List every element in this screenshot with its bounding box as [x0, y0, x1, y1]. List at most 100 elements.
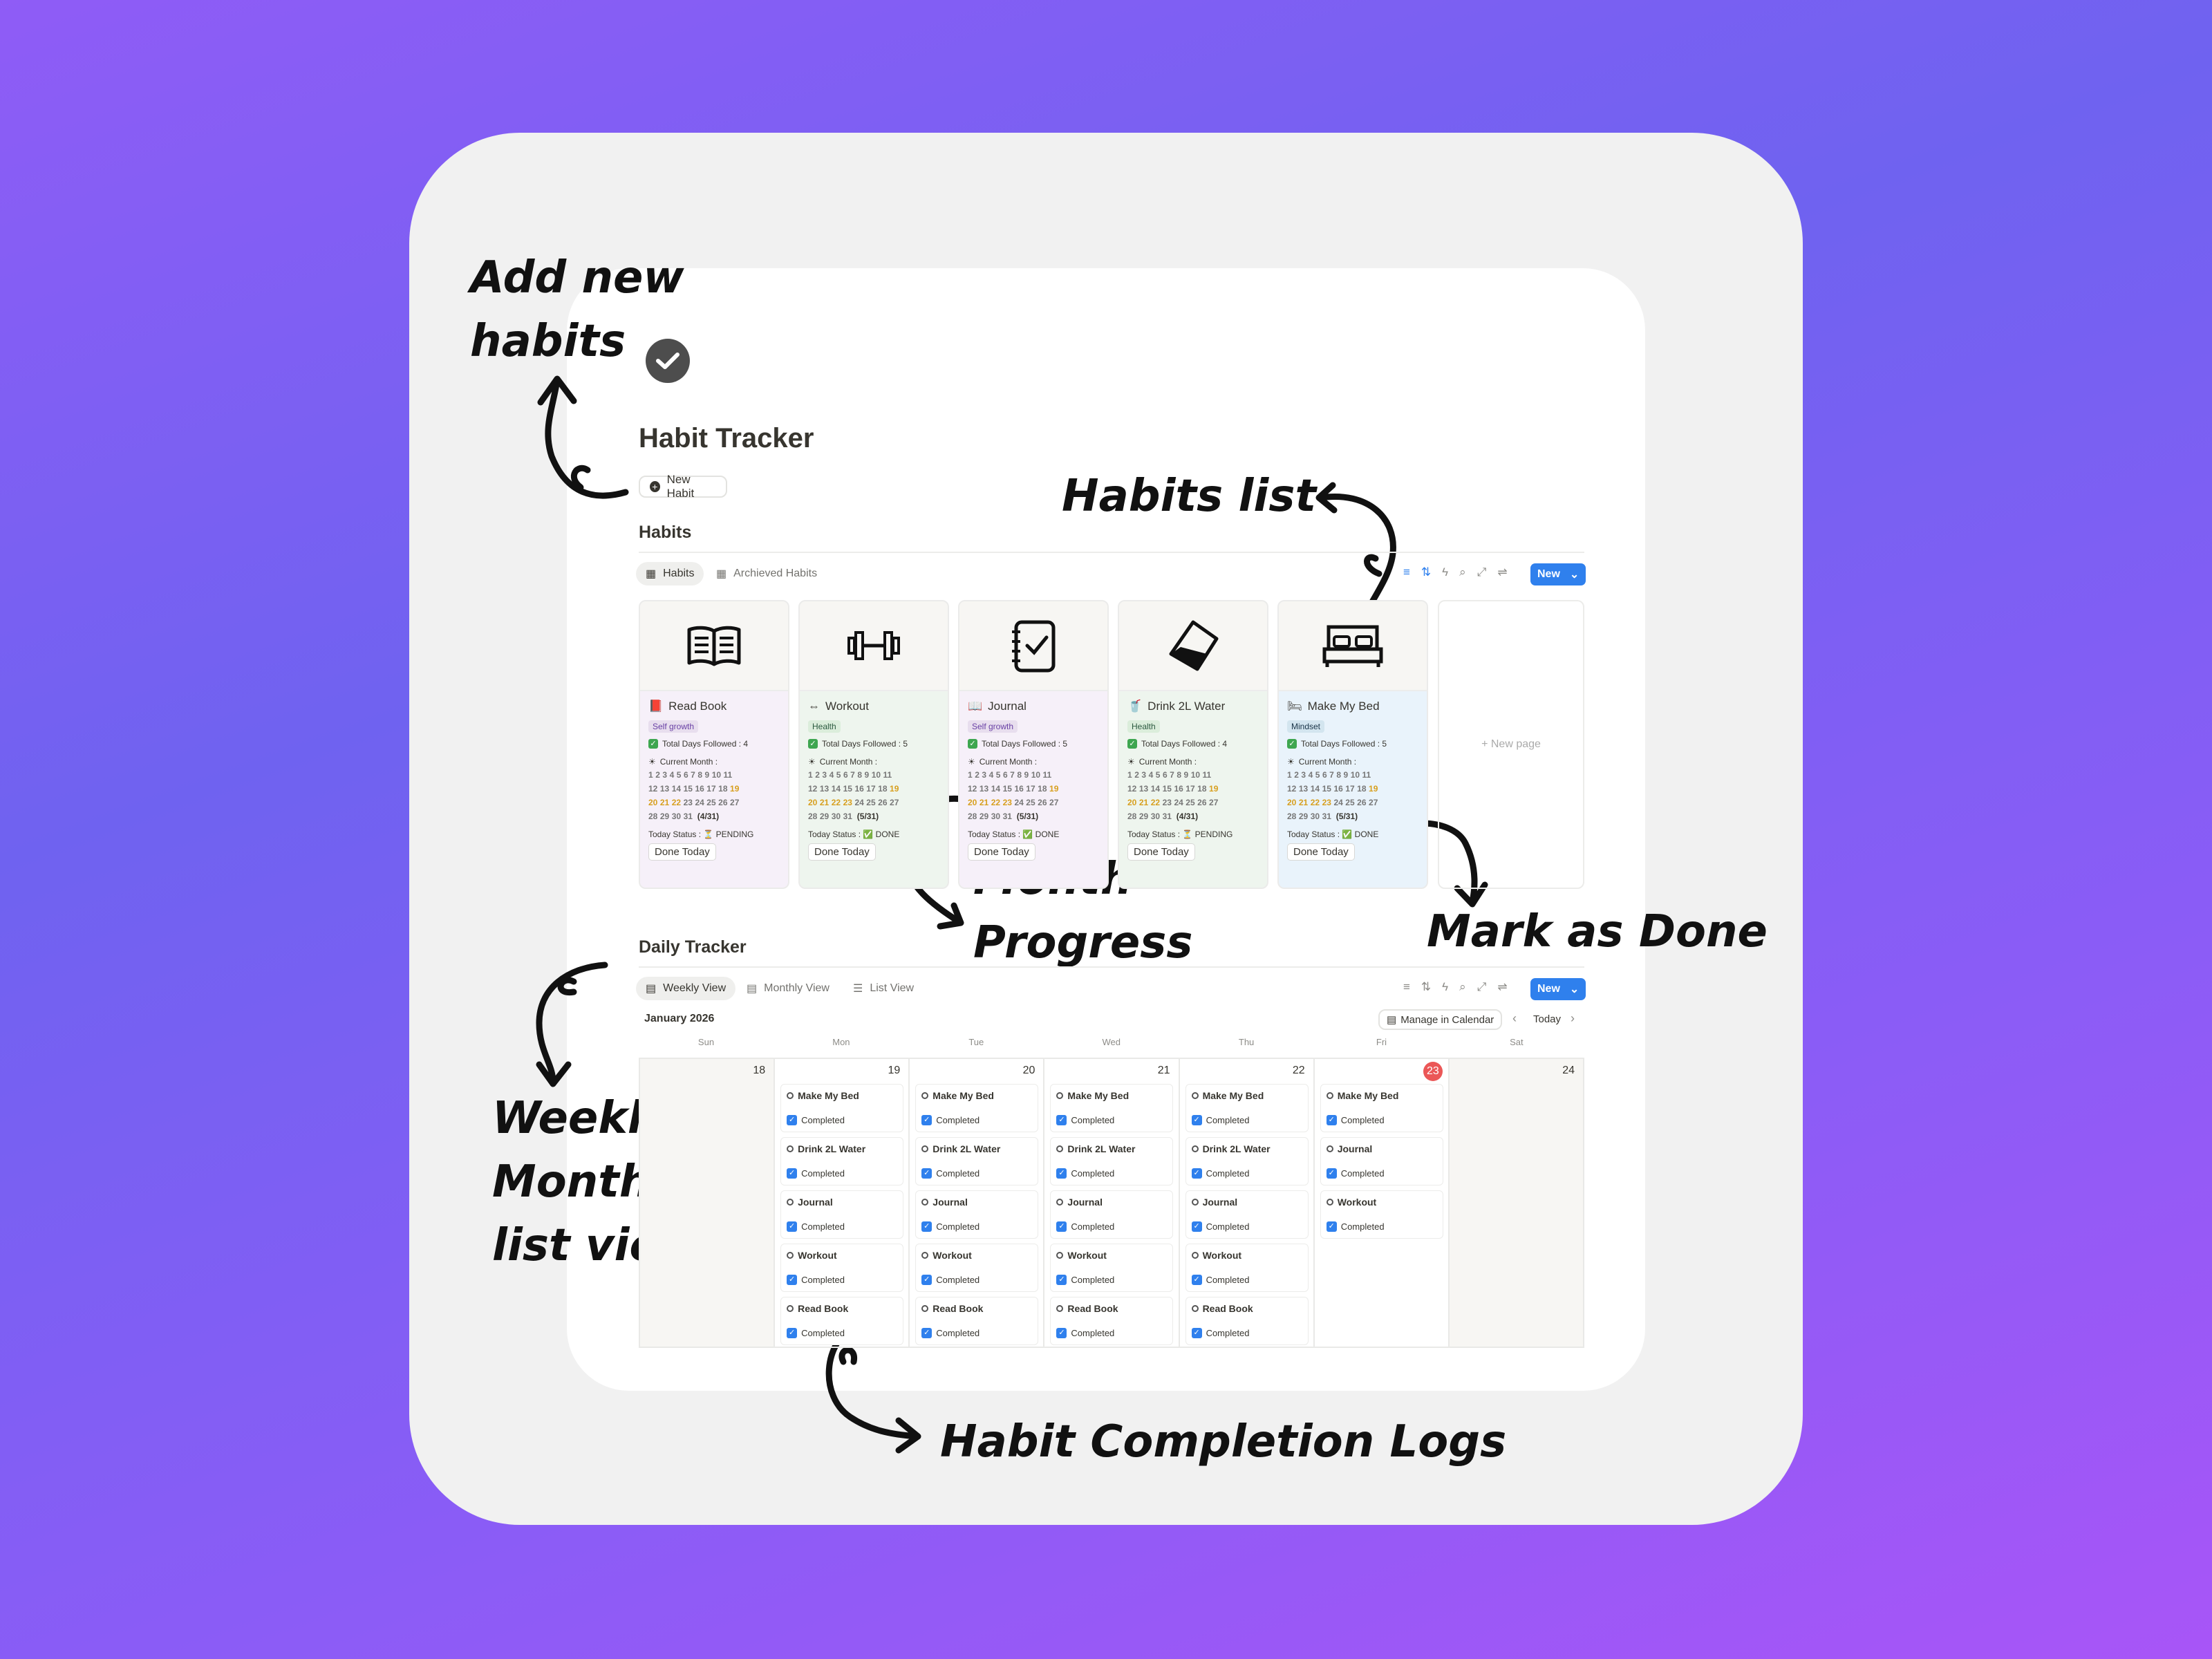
checkbox-icon[interactable]: ✓: [921, 1221, 932, 1232]
search-icon[interactable]: ⌕: [1459, 980, 1466, 993]
habit-log-entry[interactable]: Workout✓Completed: [915, 1244, 1039, 1292]
habit-log-entry[interactable]: Drink 2L Water✓Completed: [915, 1137, 1039, 1185]
done-today-button[interactable]: Done Today: [968, 843, 1035, 861]
new-page-card[interactable]: + New page: [1438, 600, 1584, 889]
checkbox-icon[interactable]: ✓: [1326, 1221, 1337, 1232]
search-icon[interactable]: ⌕: [1459, 565, 1466, 579]
done-today-button[interactable]: Done Today: [808, 843, 876, 861]
habit-cover-icon: [1279, 601, 1427, 691]
habit-log-entry[interactable]: Make My Bed✓Completed: [1185, 1084, 1309, 1132]
automation-icon[interactable]: ϟ: [1442, 565, 1449, 579]
done-today-button[interactable]: Done Today: [1127, 843, 1195, 861]
checkbox-icon[interactable]: ✓: [1056, 1275, 1067, 1285]
tab-monthly-view[interactable]: ▤Monthly View: [737, 977, 839, 1000]
checkbox-icon[interactable]: ✓: [1191, 1115, 1202, 1125]
today-button[interactable]: Today: [1533, 1013, 1562, 1025]
manage-in-calendar-button[interactable]: ▤Manage in Calendar: [1378, 1009, 1503, 1030]
checkbox-icon[interactable]: ✓: [921, 1275, 932, 1285]
prev-week-icon[interactable]: ‹: [1512, 1011, 1517, 1025]
habit-name[interactable]: 📕Read Book: [648, 700, 727, 713]
checkbox-icon[interactable]: ✓: [1056, 1328, 1067, 1338]
checkbox-icon[interactable]: ✓: [1056, 1221, 1067, 1232]
checkbox-icon[interactable]: ✓: [787, 1275, 798, 1285]
status-dot-icon: [1326, 1199, 1333, 1206]
habit-name[interactable]: 🛏Make My Bed: [1287, 700, 1380, 713]
checkbox-icon[interactable]: ✓: [787, 1328, 798, 1338]
checkbox-icon[interactable]: ✓: [1191, 1328, 1202, 1338]
habit-name[interactable]: 🥤Drink 2L Water: [1127, 700, 1226, 713]
habit-log-entry[interactable]: Workout✓Completed: [780, 1244, 904, 1292]
tab-habits[interactable]: ▦Habits: [636, 562, 704, 585]
habit-log-entry[interactable]: Journal✓Completed: [1050, 1190, 1174, 1239]
checkbox-icon[interactable]: ✓: [1326, 1168, 1337, 1179]
checkbox-icon[interactable]: ✓: [787, 1221, 798, 1232]
calendar-day-cell[interactable]: 24: [1449, 1059, 1584, 1348]
total-days: ✓Total Days Followed : 5: [808, 739, 939, 749]
habit-log-entry[interactable]: Read Book✓Completed: [1185, 1297, 1309, 1345]
new-habit-button[interactable]: + New Habit: [639, 473, 727, 500]
filter-icon[interactable]: ≡: [1403, 565, 1410, 579]
checkbox-icon[interactable]: ✓: [787, 1115, 798, 1125]
calendar-day-cell[interactable]: 18: [640, 1059, 776, 1348]
habit-name[interactable]: ⇔Workout: [808, 700, 869, 713]
habit-log-entry[interactable]: Journal✓Completed: [1320, 1137, 1443, 1185]
checkbox-icon[interactable]: ✓: [1056, 1168, 1067, 1179]
checkbox-icon[interactable]: ✓: [921, 1168, 932, 1179]
habit-log-entry[interactable]: Journal✓Completed: [780, 1190, 904, 1239]
status-dot-icon: [787, 1199, 794, 1206]
habit-log-entry[interactable]: Journal✓Completed: [1185, 1190, 1309, 1239]
done-today-button[interactable]: Done Today: [1287, 843, 1355, 861]
checkbox-icon[interactable]: ✓: [1191, 1168, 1202, 1179]
habit-log-entry[interactable]: Drink 2L Water✓Completed: [780, 1137, 904, 1185]
habit-log-entry[interactable]: Journal✓Completed: [915, 1190, 1039, 1239]
new-page-label: + New page: [1481, 738, 1541, 750]
settings-icon[interactable]: ⇌: [1497, 980, 1508, 993]
habit-log-entry[interactable]: Make My Bed✓Completed: [780, 1084, 904, 1132]
habit-log-entry[interactable]: Workout✓Completed: [1050, 1244, 1174, 1292]
next-week-icon[interactable]: ›: [1571, 1011, 1575, 1025]
automation-icon[interactable]: ϟ: [1442, 980, 1449, 993]
expand-icon[interactable]: ⤢: [1477, 565, 1487, 579]
settings-icon[interactable]: ⇌: [1497, 565, 1508, 579]
habit-log-entry[interactable]: Read Book✓Completed: [1050, 1297, 1174, 1345]
habit-name[interactable]: 📖Journal: [968, 700, 1027, 713]
habit-log-entry[interactable]: Make My Bed✓Completed: [915, 1084, 1039, 1132]
checkbox-icon[interactable]: ✓: [787, 1168, 798, 1179]
filter-icon[interactable]: ≡: [1403, 980, 1410, 993]
checkbox-icon[interactable]: ✓: [1191, 1275, 1202, 1285]
checkbox-icon[interactable]: ✓: [1056, 1115, 1067, 1125]
tab-list-view[interactable]: ☰List View: [843, 977, 924, 1000]
habit-log-entry[interactable]: Make My Bed✓Completed: [1050, 1084, 1174, 1132]
habit-log-entry[interactable]: Workout✓Completed: [1320, 1190, 1443, 1239]
habit-log-entry[interactable]: Make My Bed✓Completed: [1320, 1084, 1443, 1132]
daily-new-button[interactable]: New ⌄: [1530, 978, 1586, 1000]
checkbox-icon[interactable]: ✓: [1326, 1115, 1337, 1125]
habits-new-button[interactable]: New ⌄: [1530, 563, 1586, 585]
habit-log-entry[interactable]: Read Book✓Completed: [915, 1297, 1039, 1345]
expand-icon[interactable]: ⤢: [1477, 980, 1487, 993]
habit-log-entry[interactable]: Read Book✓Completed: [780, 1297, 904, 1345]
tab-weekly-view[interactable]: ▤Weekly View: [636, 977, 736, 1000]
sort-icon[interactable]: ⇅: [1421, 980, 1432, 993]
habit-log-entry[interactable]: Workout✓Completed: [1185, 1244, 1309, 1292]
checkbox-icon[interactable]: ✓: [1191, 1221, 1202, 1232]
checkbox-icon[interactable]: ✓: [921, 1328, 932, 1338]
sort-icon[interactable]: ⇅: [1421, 565, 1432, 579]
habit-log-entry[interactable]: Drink 2L Water✓Completed: [1050, 1137, 1174, 1185]
checkbox-icon[interactable]: ✓: [921, 1115, 932, 1125]
habit-log-entry[interactable]: Drink 2L Water✓Completed: [1185, 1137, 1309, 1185]
done-today-button[interactable]: Done Today: [648, 843, 716, 861]
gallery-icon: ▦: [646, 568, 657, 580]
tab-archived-habits[interactable]: ▦Archieved Habits: [706, 562, 827, 585]
